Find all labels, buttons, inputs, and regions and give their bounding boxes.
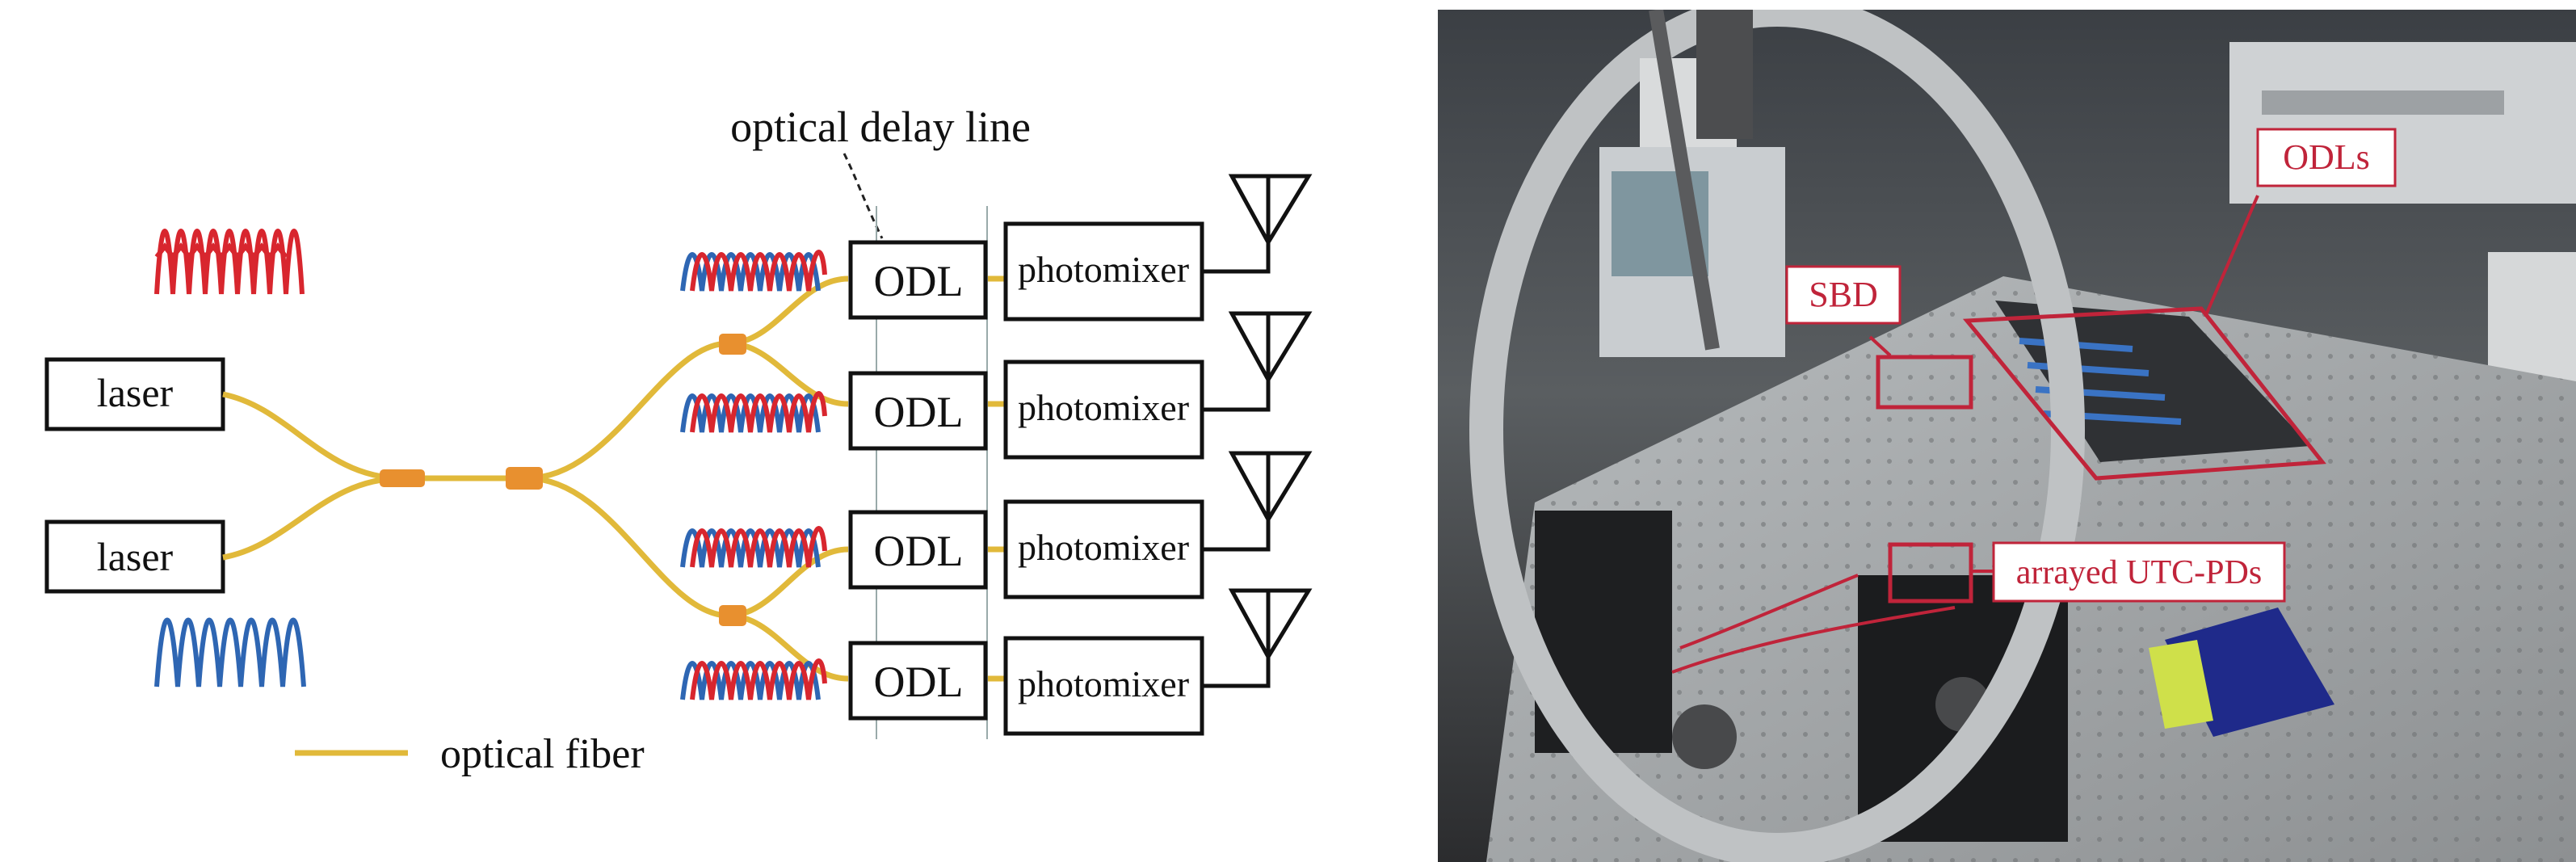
photomixer-box-3 bbox=[1003, 499, 1204, 599]
fiber-legend-label: optical fiber bbox=[440, 731, 645, 777]
odl-label-2: ODL bbox=[874, 388, 964, 436]
odl-box-1 bbox=[848, 240, 988, 320]
laser-label-top: laser bbox=[97, 370, 174, 415]
fiber-network bbox=[222, 275, 1006, 682]
photomixer-box-1 bbox=[1003, 221, 1204, 322]
utc-pds-label: arrayed UTC-PDs bbox=[2016, 554, 2262, 591]
coupler-1 bbox=[380, 469, 425, 487]
sbd-label-box bbox=[1785, 265, 1902, 325]
laser-label-bottom: laser bbox=[97, 534, 174, 579]
odls-label-box bbox=[2256, 128, 2397, 187]
photomixer-label-2: photomixer bbox=[1018, 387, 1189, 428]
photomixer-label-4: photomixer bbox=[1018, 663, 1189, 704]
odl-box-3 bbox=[848, 510, 988, 590]
lab-setup-photo: SBD ODLs arrayed UTC-PDs bbox=[1438, 10, 2576, 862]
schematic-diagram: laser laser optical delay line ODL O bbox=[44, 103, 1313, 777]
red-wave-icon-body bbox=[154, 229, 305, 295]
coupler-4 bbox=[719, 605, 746, 626]
odl-box-4 bbox=[848, 641, 988, 721]
odl-highlight-box bbox=[1962, 306, 2326, 481]
photomixer-box-2 bbox=[1003, 360, 1204, 460]
photomixer-label-3: photomixer bbox=[1018, 527, 1189, 568]
odl-label-3: ODL bbox=[874, 527, 964, 575]
ring-mount bbox=[1469, 10, 2085, 862]
coupler-2 bbox=[506, 467, 543, 490]
sbd-highlight-box bbox=[1876, 355, 1973, 410]
odl-label-4: ODL bbox=[874, 658, 964, 706]
delay-line-label: optical delay line bbox=[730, 103, 1031, 151]
blue-wave-icon bbox=[154, 617, 306, 687]
laser-box-bottom bbox=[44, 519, 225, 594]
odl-box-2 bbox=[848, 371, 988, 451]
utc-pds-label-box bbox=[1992, 541, 2286, 603]
odl-label-1: ODL bbox=[874, 257, 964, 305]
sbd-label: SBD bbox=[1809, 275, 1878, 314]
mixed-wave-icons bbox=[680, 250, 827, 700]
photomixer-label-1: photomixer bbox=[1018, 249, 1189, 290]
coupler-3 bbox=[719, 334, 746, 355]
odls-label: ODLs bbox=[2283, 137, 2370, 177]
antenna-icons bbox=[1202, 174, 1313, 688]
